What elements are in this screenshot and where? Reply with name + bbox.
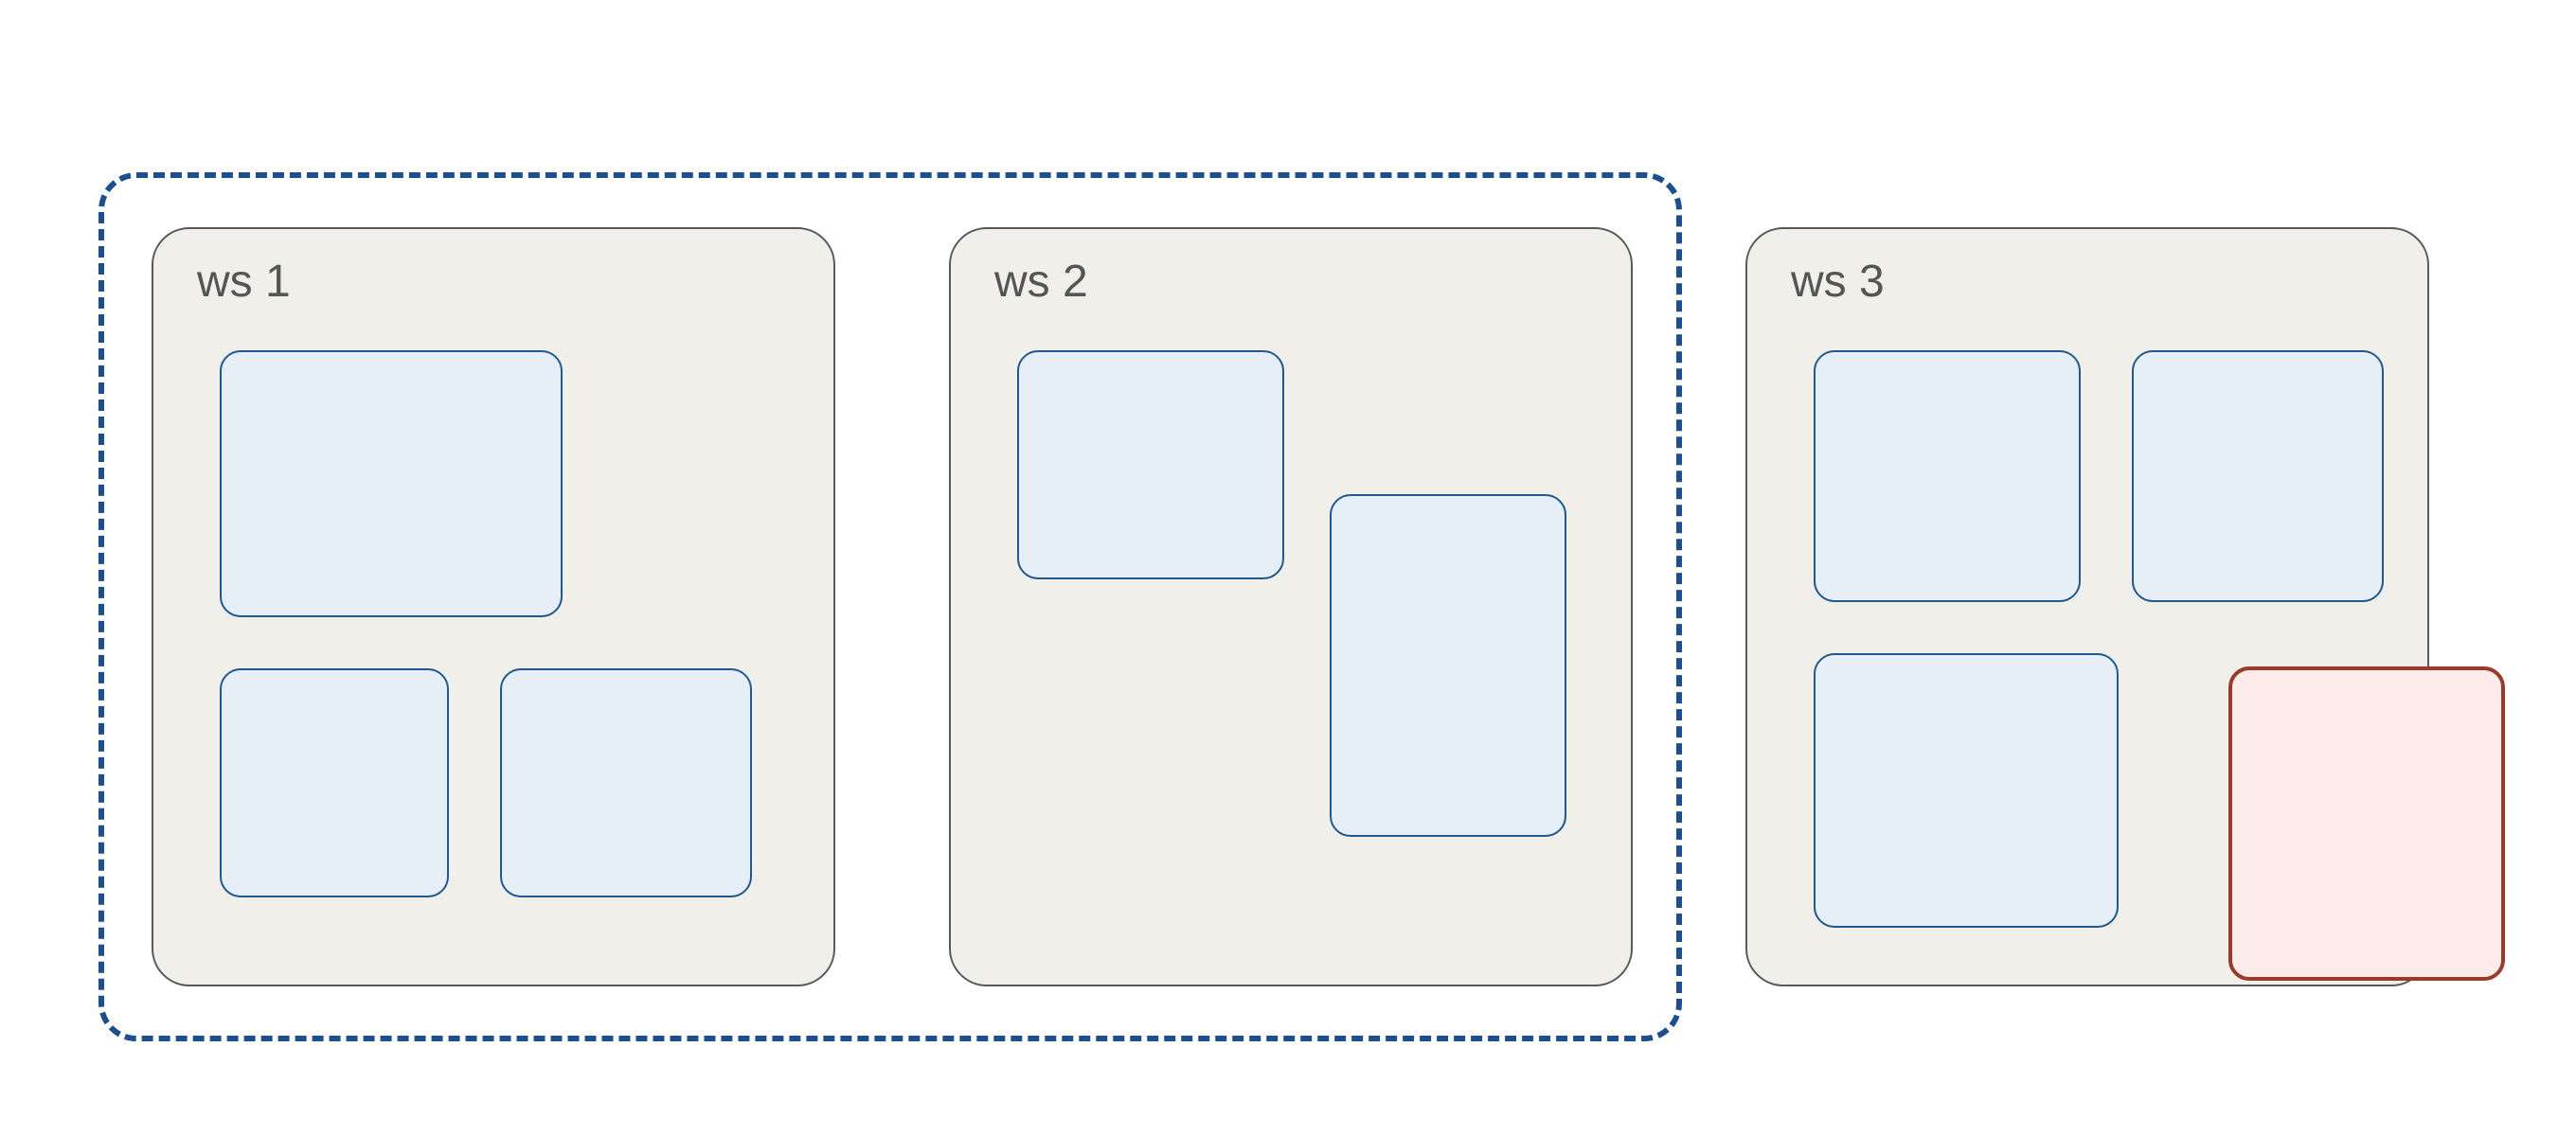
ws2-window-2 (1330, 494, 1566, 837)
workspace-3-label: ws 3 (1791, 257, 1885, 307)
ws3-window-3 (1814, 653, 2119, 928)
workspace-group-outline (98, 172, 1682, 1041)
ws3-window-1 (1814, 350, 2081, 602)
workspace-1: ws 1 (152, 227, 835, 986)
ws1-window-3 (500, 668, 752, 897)
workspace-1-label: ws 1 (197, 257, 291, 307)
ws3-floating-window (2228, 666, 2505, 981)
ws2-window-1 (1017, 350, 1284, 579)
workspace-2-label: ws 2 (994, 257, 1088, 307)
workspace-2: ws 2 (949, 227, 1633, 986)
ws1-window-2 (220, 668, 449, 897)
ws1-window-1 (220, 350, 563, 617)
ws3-window-2 (2132, 350, 2384, 602)
